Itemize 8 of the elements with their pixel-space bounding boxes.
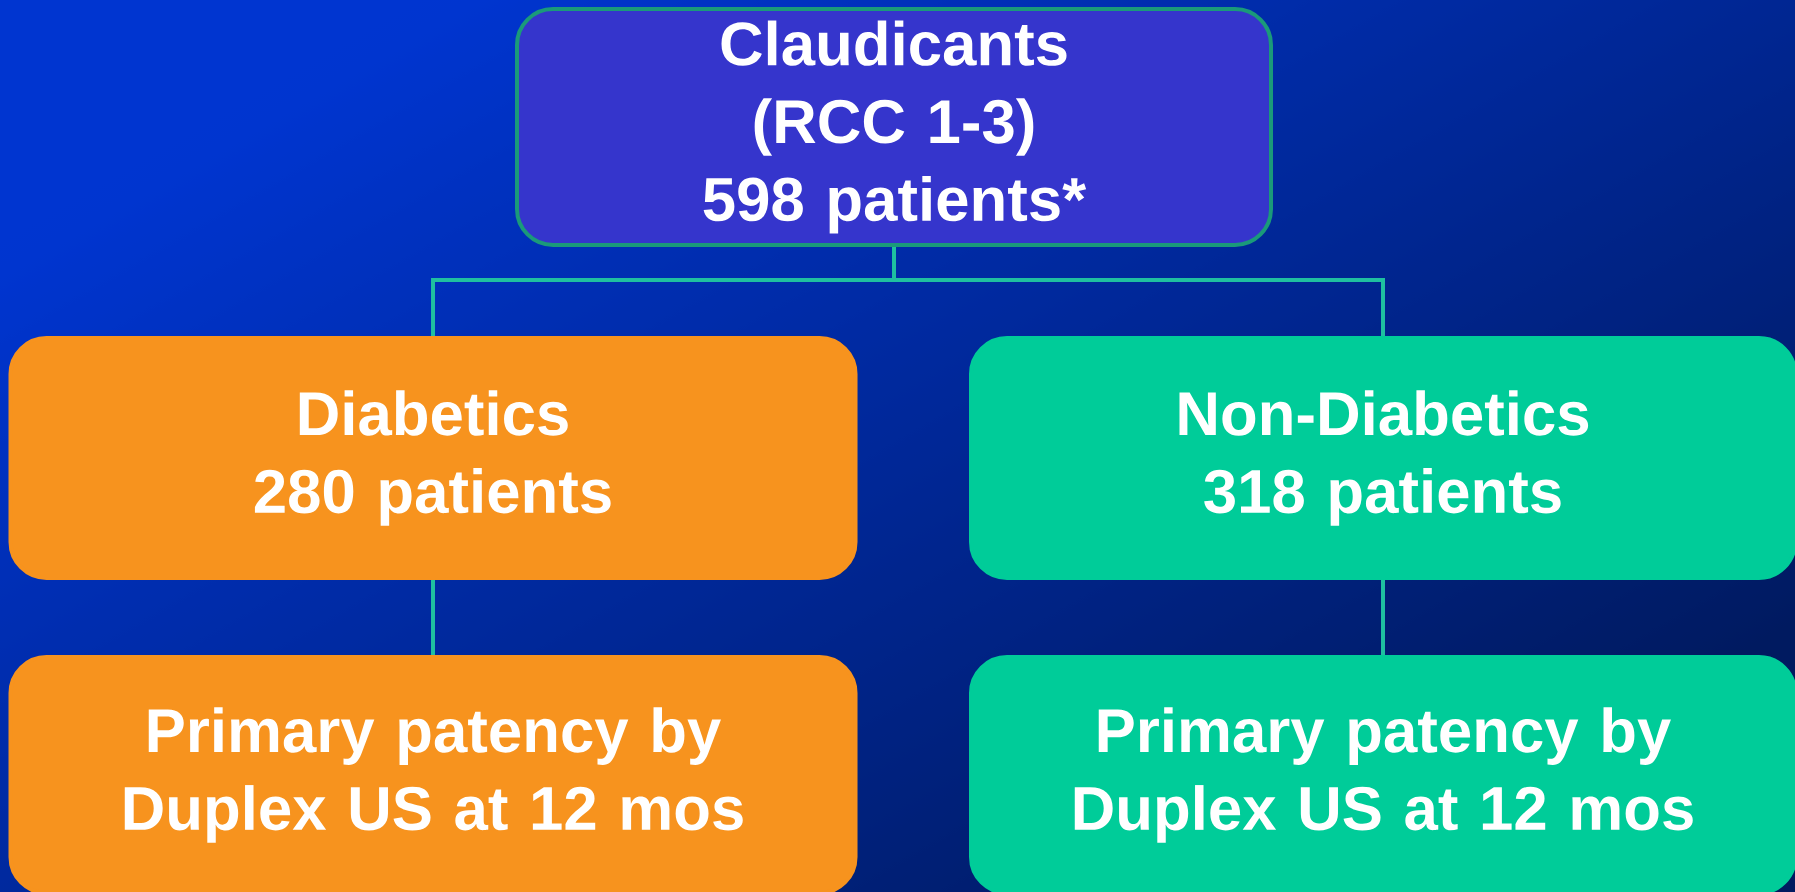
category-box: Non-Diabetics 318 patients: [969, 336, 1795, 580]
outcome-box: Primary patency by Duplex US at 12 mos: [969, 655, 1795, 892]
connector-line: [892, 247, 1385, 336]
connector-line: [1381, 580, 1385, 655]
group-box: Claudicants (RCC 1-3) 598 patients*: [515, 7, 1273, 247]
category-box: Diabetics 280 patients: [8, 336, 858, 580]
outcome-box: Primary patency by Duplex US at 12 mos: [8, 655, 858, 892]
connector-line: [431, 580, 435, 655]
